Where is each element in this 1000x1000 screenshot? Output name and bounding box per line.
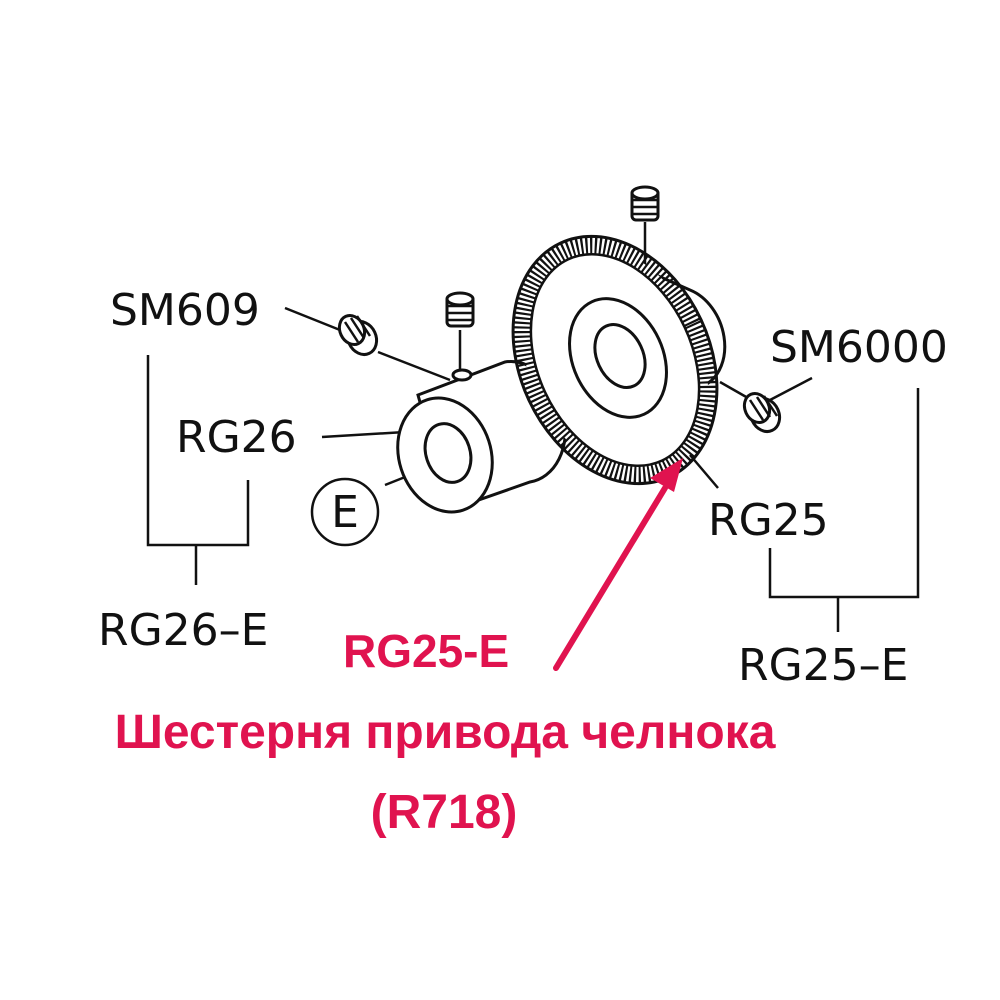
collar-rg26 [396,360,567,514]
rg26-e-bracket [146,355,250,585]
set-screw-sm6000 [742,391,782,434]
label-rg25: RG25 [708,495,829,546]
label-rg25-e: RG25–E [738,640,908,691]
rg26-leader [321,430,406,439]
label-rg26-e: RG26–E [98,605,268,656]
highlight-code: RG25-E [343,625,509,677]
label-rg26: RG26 [176,412,297,463]
label-e: E [331,487,359,538]
highlight-model: (R718) [371,786,518,839]
set-screw-rg26 [445,291,475,328]
highlight-arrow [553,458,683,671]
sm6000-leader [769,376,813,402]
set-screw-rg25-top [630,185,660,222]
sm609-leader [284,306,346,334]
rg25-leader [689,454,719,489]
highlight-name: Шестерня привода челнока [115,706,776,759]
set-screw-sm609 [337,313,379,357]
label-sm609: SM609 [110,285,260,336]
rg25-e-bracket [768,388,920,632]
label-sm6000: SM6000 [770,322,948,373]
circled-e-marker: E [310,477,380,547]
